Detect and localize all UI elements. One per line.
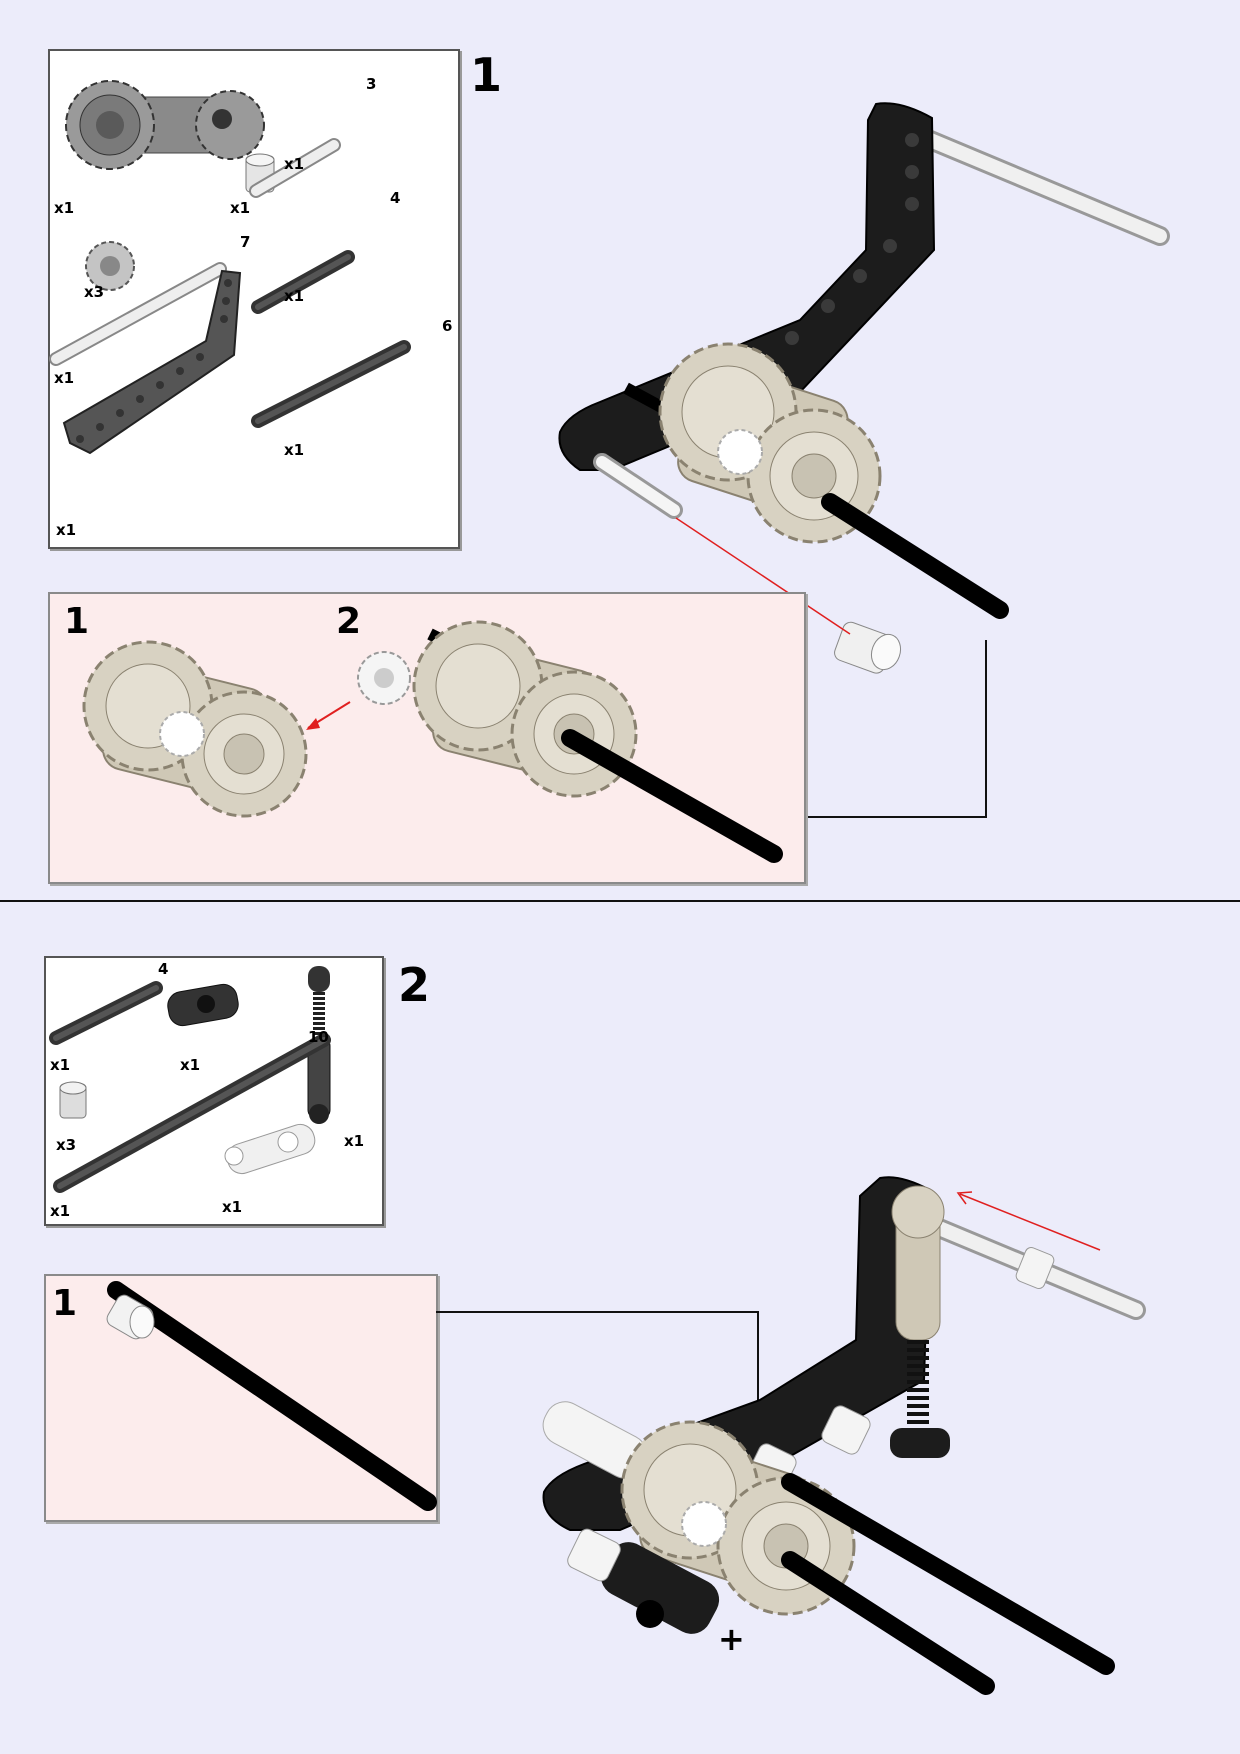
step2-subassembly-box: 1 xyxy=(44,1274,438,1522)
bevel-gear-part-icon xyxy=(85,241,135,291)
axle-6-qty: x1 xyxy=(284,441,305,459)
step2-callout-connector xyxy=(436,1311,759,1440)
step1-parts-box: x1 x1 3 x1 x3 4 x1 7 x1 6 x1 x1 xyxy=(48,49,460,549)
axle-4-length-label: 4 xyxy=(390,189,401,207)
step1-model xyxy=(558,102,1170,818)
axle-3-qty: x1 xyxy=(284,155,305,173)
substep-2-number: 2 xyxy=(336,601,362,642)
bent-beam-qty: x1 xyxy=(56,521,77,539)
step2-black-joiner: + xyxy=(600,1542,745,1658)
sub-differential-a xyxy=(82,640,308,818)
step2-differential xyxy=(620,1420,856,1616)
step2-axle-10-qty: x1 xyxy=(50,1202,71,1220)
svg-text:+: + xyxy=(718,1620,745,1658)
step2-shock-absorber xyxy=(890,1185,950,1458)
step1-black-axle xyxy=(821,493,1009,619)
cross-block-icon xyxy=(224,1123,316,1175)
axle-7-part-icon xyxy=(49,262,227,366)
white-axle-top xyxy=(906,124,1170,246)
step2-parts-art xyxy=(49,966,331,1193)
axle-7-qty: x1 xyxy=(54,369,75,387)
bush-qty: x1 xyxy=(230,199,251,217)
bevel-gear-qty: x3 xyxy=(84,283,105,301)
step2-bush-qty: x3 xyxy=(56,1136,77,1154)
differential-qty: x1 xyxy=(54,199,75,217)
step1-parts-art xyxy=(49,80,411,455)
step2-axle-10-icon xyxy=(53,1033,331,1193)
step-2-number: 2 xyxy=(398,958,431,1012)
step2-bush-icon xyxy=(59,1081,87,1119)
bush-arrow xyxy=(675,517,851,635)
step2-axle-4-icon xyxy=(49,981,163,1045)
axle-6-part-icon xyxy=(251,340,411,428)
axle-3-length-label: 3 xyxy=(366,75,377,93)
loose-bush xyxy=(834,621,902,674)
step2-parts-box: 4 x1 x1 x1 10 x1 x3 x1 xyxy=(44,956,384,1226)
shock-absorber-qty: x1 xyxy=(344,1132,365,1150)
axle-6-length-label: 6 xyxy=(442,317,453,335)
callout-connector xyxy=(804,640,987,818)
page-divider xyxy=(0,900,1240,902)
bent-beam-part-icon xyxy=(62,269,242,455)
step2-axle-a xyxy=(781,1551,995,1695)
shock-absorber-icon xyxy=(307,966,331,1124)
axle-joiner-qty: x1 xyxy=(180,1056,201,1074)
step2-axle-4-qty: x1 xyxy=(50,1056,71,1074)
step2-axle-b xyxy=(781,1473,1115,1675)
axle-4-part-icon xyxy=(251,250,355,314)
sub-bush-on-axle xyxy=(106,1294,155,1340)
substep-1-number: 1 xyxy=(64,601,90,642)
step1-subassembly-box: 1 2 xyxy=(48,592,806,884)
axle-4-qty: x1 xyxy=(284,287,305,305)
axle-joiner-icon xyxy=(167,983,239,1027)
step2-axle-10-length-label: 10 xyxy=(308,1028,329,1046)
step1-subassembly-art xyxy=(82,620,783,863)
step-1-number: 1 xyxy=(470,48,503,102)
axle-7-length-label: 7 xyxy=(240,233,251,251)
step2-axle-4-length-label: 4 xyxy=(158,960,169,978)
step2-subassembly-art xyxy=(106,1281,437,1511)
sub-bevel-gear xyxy=(357,651,411,705)
differential-part-icon xyxy=(65,80,265,170)
cross-block-qty: x1 xyxy=(222,1198,243,1216)
step2-arrow xyxy=(959,1193,1101,1251)
sub-differential-b xyxy=(412,620,783,863)
step2-substep-1-number: 1 xyxy=(52,1283,78,1324)
axle-3-part-icon xyxy=(249,138,341,198)
step1-differential xyxy=(658,342,882,544)
sub-long-axle xyxy=(107,1281,437,1511)
